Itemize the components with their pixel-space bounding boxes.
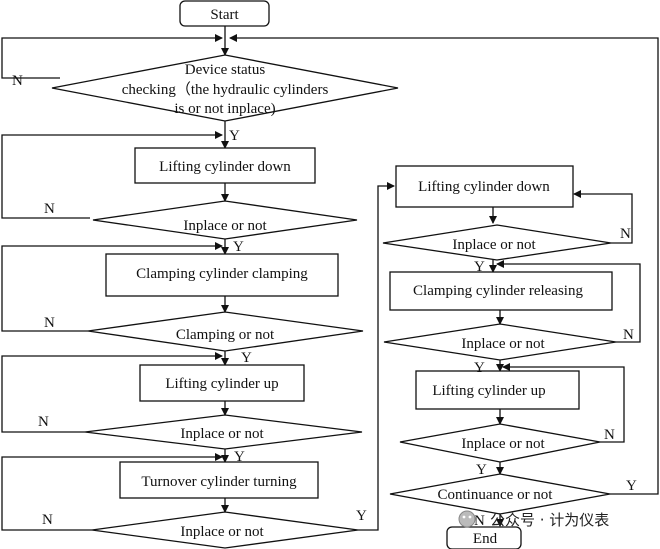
label-y-right-inplace-2: Y <box>474 360 485 376</box>
right-inplace-2-decision: Inplace or not <box>383 323 617 361</box>
loop-inplace3-no <box>1 453 223 531</box>
left-turnover-box <box>119 461 319 499</box>
label-y-right-inplace-1: Y <box>474 259 485 275</box>
right-inplace-1-decision: Inplace or not <box>382 224 612 261</box>
left-lifting-up-label: Lifting cylinder up <box>165 376 278 392</box>
right-lifting-down-label: Lifting cylinder down <box>418 179 550 195</box>
label-n-device-check: N <box>12 73 23 89</box>
device-check-line-1: Device status <box>185 62 266 78</box>
start-terminal <box>179 0 270 27</box>
label-y-right-inplace-3: Y <box>476 462 487 478</box>
left-inplace-2-decision: Inplace or not <box>84 414 363 450</box>
right-inplace-3-diamond <box>399 423 601 463</box>
right-inplace-2-diamond <box>383 323 617 361</box>
right-inplace-3-label: Inplace or not <box>461 436 545 452</box>
left-clamping-check-decision: Clamping or not <box>87 311 364 352</box>
left-lifting-down-box <box>134 147 316 184</box>
end-terminal <box>446 526 522 549</box>
right-releasing-label: Clamping cylinder releasing <box>413 283 583 299</box>
right-releasing-step: Clamping cylinder releasing <box>389 271 613 311</box>
left-turnover-label: Turnover cylinder turning <box>141 474 297 490</box>
right-lifting-up-box <box>415 370 580 410</box>
right-continuance-decision: Continuance or not <box>389 473 611 515</box>
loop-continuance-yes <box>229 34 659 495</box>
branch-labels: N Y N Y N Y N Y N Y N Y N Y N Y Y N <box>12 73 637 529</box>
right-continuance-diamond <box>389 473 611 515</box>
left-inplace-3-label: Inplace or not <box>180 524 264 540</box>
left-inplace-3-decision: Inplace or not <box>91 511 359 549</box>
left-clamping-box <box>105 253 339 297</box>
left-inplace-1-label: Inplace or not <box>183 218 267 234</box>
label-n-right-inplace-3: N <box>604 427 615 443</box>
device-check-line-2: checking（the hydraulic cylinders <box>122 81 329 98</box>
label-n-left-inplace-2: N <box>38 414 49 430</box>
label-y-left-inplace-3: Y <box>356 508 367 524</box>
left-clamping-step: Clamping cylinder clamping <box>105 253 339 297</box>
watermark-text: 公众号 · 计为仪表 <box>490 511 609 529</box>
right-releasing-box <box>389 271 613 311</box>
right-continuance-label: Continuance or not <box>438 487 554 503</box>
connectors <box>1 26 659 531</box>
label-n-right-inplace-1: N <box>620 226 631 242</box>
loop-r-inplace3-no <box>502 363 625 443</box>
right-lifting-up-step: Lifting cylinder up <box>415 370 580 410</box>
label-n-continuance: N <box>474 513 485 529</box>
loop-check-no <box>1 34 223 79</box>
right-lifting-down-step: Lifting cylinder down <box>395 165 574 208</box>
label-y-left-clamping: Y <box>241 350 252 366</box>
left-turnover-step: Turnover cylinder turning <box>119 461 319 499</box>
device-check-line-3: is or not inplace) <box>174 101 275 117</box>
label-n-right-inplace-2: N <box>623 327 634 343</box>
label-n-left-inplace-3: N <box>42 512 53 528</box>
end-node: End <box>446 526 522 549</box>
watermark: 公众号 · 计为仪表 <box>458 510 609 529</box>
left-inplace-2-diamond <box>84 414 363 450</box>
left-lifting-up-step: Lifting cylinder up <box>139 364 305 402</box>
start-node: Start <box>179 0 270 27</box>
device-check-decision: Device status checking（the hydraulic cyl… <box>51 54 399 122</box>
right-inplace-1-label: Inplace or not <box>452 237 536 253</box>
left-inplace-2-label: Inplace or not <box>180 426 264 442</box>
loop-clamping-no <box>1 242 223 332</box>
start-label: Start <box>210 7 239 23</box>
left-clamping-check-label: Clamping or not <box>176 327 275 343</box>
label-y-left-inplace-1: Y <box>233 239 244 255</box>
device-check-diamond <box>51 54 399 122</box>
right-lifting-down-box <box>395 165 574 208</box>
label-y-left-inplace-2: Y <box>234 449 245 465</box>
wechat-icon <box>458 510 476 528</box>
loop-r-inplace1-no <box>573 190 633 244</box>
left-inplace-1-diamond <box>92 200 358 240</box>
loop-inplace2-no <box>1 352 223 433</box>
left-lifting-up-box <box>139 364 305 402</box>
label-y-continuance: Y <box>626 478 637 494</box>
left-inplace-1-decision: Inplace or not <box>92 200 358 240</box>
label-n-left-inplace-1: N <box>44 201 55 217</box>
right-inplace-2-label: Inplace or not <box>461 336 545 352</box>
left-lifting-down-label: Lifting cylinder down <box>159 159 291 175</box>
right-inplace-3-decision: Inplace or not <box>399 423 601 463</box>
label-y-device-check: Y <box>229 128 240 144</box>
left-clamping-label: Clamping cylinder clamping <box>136 266 308 282</box>
link-left-to-right-column <box>358 182 395 531</box>
left-clamping-check-diamond <box>87 311 364 352</box>
end-label: End <box>473 531 498 547</box>
left-lifting-down-step: Lifting cylinder down <box>134 147 316 184</box>
left-inplace-3-diamond <box>91 511 359 549</box>
right-lifting-up-label: Lifting cylinder up <box>432 383 545 399</box>
label-n-left-clamping: N <box>44 315 55 331</box>
loop-inplace1-no <box>1 131 223 219</box>
loop-r-inplace2-no <box>496 260 641 343</box>
right-inplace-1-diamond <box>382 224 612 261</box>
